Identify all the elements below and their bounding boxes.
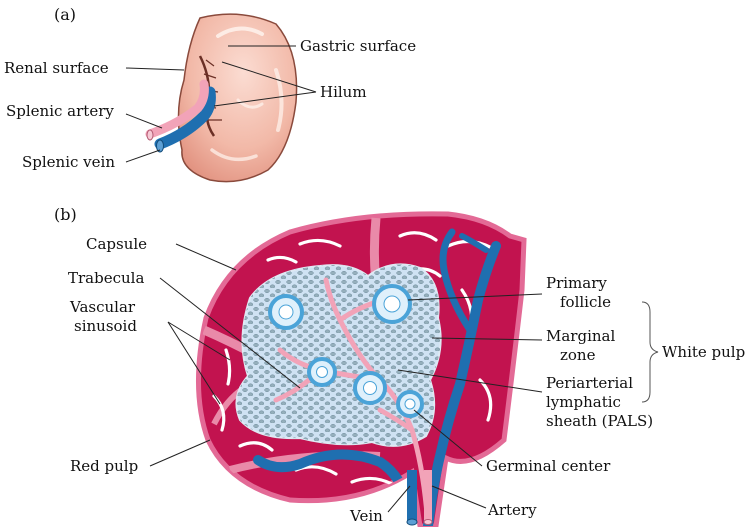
vascular-sinusoid-label-2: sinusoid	[74, 317, 137, 335]
primary-follicle-label-1: Primary	[546, 274, 607, 292]
trabecula-label: Trabecula	[68, 269, 144, 287]
splenic-vein-vessel	[154, 86, 216, 150]
leader-lines-b	[149, 243, 543, 513]
white-pulp-brace	[641, 301, 659, 403]
germinal-center-label: Germinal center	[486, 457, 611, 475]
splenic-vein-label: Splenic vein	[22, 153, 115, 171]
pals-label-3: sheath (PALS)	[546, 412, 653, 430]
pals-label-2: lymphatic	[546, 393, 621, 411]
renal-surface-label: Renal surface	[4, 59, 109, 77]
artery-label: Artery	[487, 501, 537, 519]
pals-label-1: Periarterial	[546, 374, 633, 392]
leader-lines-a	[125, 45, 317, 163]
marginal-zone-label-2: zone	[560, 346, 596, 364]
hilum-label: Hilum	[320, 83, 367, 101]
panel-b-label: (b)	[54, 205, 77, 224]
spleen-body	[177, 13, 298, 183]
primary-follicle-label-2: follicle	[560, 293, 611, 311]
spleen-section	[196, 211, 527, 527]
section-vein	[423, 241, 501, 526]
marginal-zone-label-1: Marginal	[546, 327, 615, 345]
follicle	[268, 294, 304, 330]
red-pulp-label: Red pulp	[70, 457, 138, 475]
follicle	[396, 390, 424, 418]
lymphoid-follicles	[268, 284, 424, 418]
splenic-artery-label: Splenic artery	[6, 102, 114, 120]
follicle	[372, 284, 412, 324]
white-pulp-label: White pulp	[662, 343, 745, 361]
spleen-external-view	[145, 13, 298, 183]
splenic-artery-vessel	[145, 79, 209, 139]
follicle	[307, 357, 337, 387]
capsule-label: Capsule	[86, 235, 147, 253]
gastric-surface-label: Gastric surface	[300, 37, 416, 55]
vein-label: Vein	[349, 507, 383, 525]
follicle	[353, 371, 387, 405]
panel-a-label: (a)	[54, 5, 76, 24]
vascular-sinusoid-label-1: Vascular	[69, 298, 136, 316]
